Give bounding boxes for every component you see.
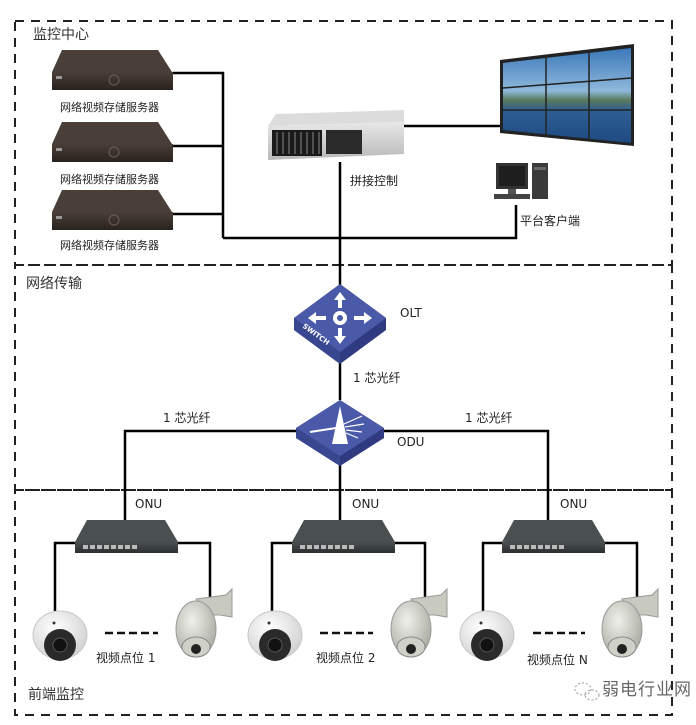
- nvr-label: 网络视频存储服务器: [60, 101, 159, 114]
- dome-camera: [247, 610, 303, 661]
- link-odu-left: [123, 429, 298, 520]
- nvr-label: 网络视频存储服务器: [60, 239, 159, 252]
- ptz-camera: [390, 587, 448, 658]
- zone-title-frontend: 前端监控: [28, 687, 84, 703]
- link-onu3-ptz: [605, 541, 639, 600]
- onu-label: ONU: [560, 497, 588, 511]
- olt-switch: SWITCH: [294, 284, 386, 364]
- onu-device: [502, 520, 605, 553]
- client-label: 平台客户端: [520, 214, 581, 228]
- nvr-device: [52, 50, 173, 90]
- fiber-label-right: 1 芯光纤: [465, 411, 513, 425]
- link-nvr1: [173, 71, 225, 238]
- video-point-label: 视频点位 2: [316, 651, 376, 665]
- connection-lines: [53, 71, 639, 612]
- nvr-device: [52, 122, 173, 162]
- onu-device: [75, 520, 178, 553]
- dome-camera: [32, 610, 88, 661]
- link-onu1-dome: [53, 541, 75, 612]
- link-onu3-dome: [481, 541, 503, 612]
- zone-control-center-border: [14, 20, 673, 266]
- wechat-icon: [574, 682, 600, 701]
- watermark-text: 弱电行业网: [602, 680, 692, 700]
- video-wall: [500, 44, 634, 146]
- ptz-camera: [175, 587, 233, 658]
- onu-label: ONU: [135, 497, 163, 511]
- client-pc: [494, 163, 548, 199]
- link-onu2-dome: [270, 541, 292, 612]
- link-bus-client: [223, 205, 518, 240]
- odu-splitter: [296, 400, 384, 466]
- ptz-camera: [601, 587, 659, 658]
- zone-frontend-border: [14, 489, 673, 716]
- odu-label: ODU: [397, 435, 425, 449]
- nvr-device: [52, 190, 173, 230]
- splice-control-server: [268, 110, 404, 160]
- fiber-label-left: 1 芯光纤: [163, 411, 211, 425]
- nvr-label: 网络视频存储服务器: [60, 173, 159, 186]
- video-point-label: 视频点位 N: [527, 653, 588, 667]
- fiber-label-olt-odu: 1 芯光纤: [353, 371, 401, 385]
- zone-network-border: [14, 264, 673, 491]
- zone-borders: [14, 20, 673, 716]
- onu-device: [292, 520, 395, 553]
- video-point-label: 视频点位 1: [96, 651, 156, 665]
- link-onu1-ptz: [178, 541, 212, 600]
- link-odu-right: [384, 429, 550, 520]
- splice-control-label: 拼接控制: [350, 174, 399, 188]
- zone-title-network: 网络传输: [26, 276, 82, 292]
- zone-title-control-center: 监控中心: [33, 27, 89, 43]
- link-onu2-ptz: [395, 541, 427, 600]
- dome-camera: [459, 610, 515, 661]
- onu-label: ONU: [352, 497, 380, 511]
- olt-label: OLT: [400, 306, 422, 320]
